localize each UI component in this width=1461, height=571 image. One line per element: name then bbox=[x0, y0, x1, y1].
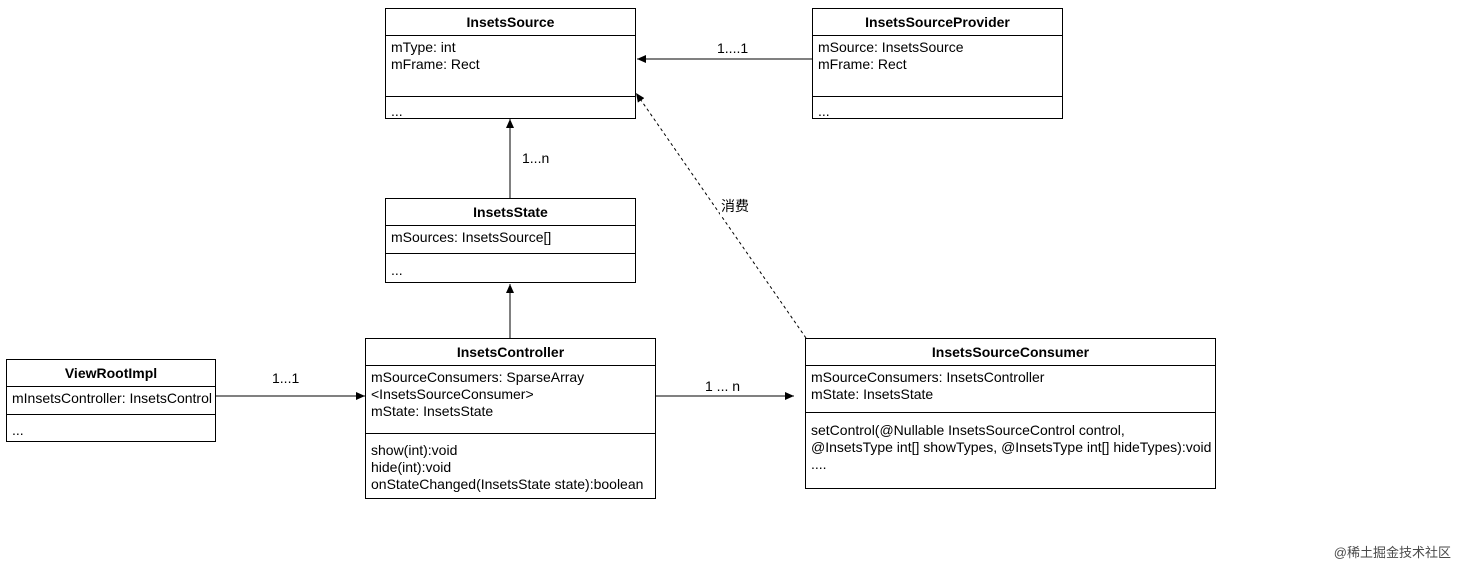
class-insets-source-provider-title: InsetsSourceProvider bbox=[813, 9, 1062, 36]
class-insets-source-provider[interactable]: InsetsSourceProvider mSource: InsetsSour… bbox=[812, 8, 1063, 119]
class-insets-source-attributes: mType: int mFrame: Rect bbox=[386, 36, 635, 97]
edge-consumer-to-source-dashed bbox=[635, 92, 807, 339]
class-view-root-impl-operations: ... bbox=[12, 422, 24, 438]
class-insets-source-consumer-operations: setControl(@Nullable InsetsSourceControl… bbox=[811, 422, 1212, 472]
multiplicity-controller-consumer: 1 ... n bbox=[704, 378, 742, 395]
dependency-label-consume: 消费 bbox=[720, 198, 750, 215]
multiplicity-state-source: 1...n bbox=[521, 150, 551, 167]
class-insets-source-title: InsetsSource bbox=[386, 9, 635, 36]
class-insets-source-operations: ... bbox=[391, 103, 403, 118]
class-view-root-impl[interactable]: ViewRootImpl mInsetsController: InsetsCo… bbox=[6, 359, 216, 442]
class-insets-controller[interactable]: InsetsController mSourceConsumers: Spars… bbox=[365, 338, 656, 499]
class-insets-controller-title: InsetsController bbox=[366, 339, 655, 366]
class-insets-source-consumer-attributes: mSourceConsumers: InsetsController mStat… bbox=[806, 366, 1215, 413]
class-insets-controller-operations: show(int):void hide(int):void onStateCha… bbox=[371, 442, 644, 492]
multiplicity-provider-source: 1....1 bbox=[716, 40, 750, 57]
class-view-root-impl-attributes: mInsetsController: InsetsControl bbox=[7, 387, 215, 415]
class-insets-source-provider-operations: ... bbox=[818, 103, 830, 118]
multiplicity-viewroot-controller: 1...1 bbox=[271, 370, 301, 387]
class-insets-state-title: InsetsState bbox=[386, 199, 635, 226]
class-insets-state-attributes: mSources: InsetsSource[] bbox=[386, 226, 635, 254]
watermark: @稀土掘金技术社区 bbox=[1333, 545, 1451, 560]
class-insets-state[interactable]: InsetsState mSources: InsetsSource[] ... bbox=[385, 198, 636, 283]
class-insets-source-provider-attributes: mSource: InsetsSource mFrame: Rect bbox=[813, 36, 1062, 97]
class-insets-state-operations: ... bbox=[391, 262, 403, 278]
class-insets-controller-attributes: mSourceConsumers: SparseArray <InsetsSou… bbox=[366, 366, 655, 434]
class-insets-source-consumer-title: InsetsSourceConsumer bbox=[806, 339, 1215, 366]
class-insets-source-consumer[interactable]: InsetsSourceConsumer mSourceConsumers: I… bbox=[805, 338, 1216, 489]
class-view-root-impl-title: ViewRootImpl bbox=[7, 360, 215, 387]
class-insets-source[interactable]: InsetsSource mType: int mFrame: Rect ... bbox=[385, 8, 636, 119]
